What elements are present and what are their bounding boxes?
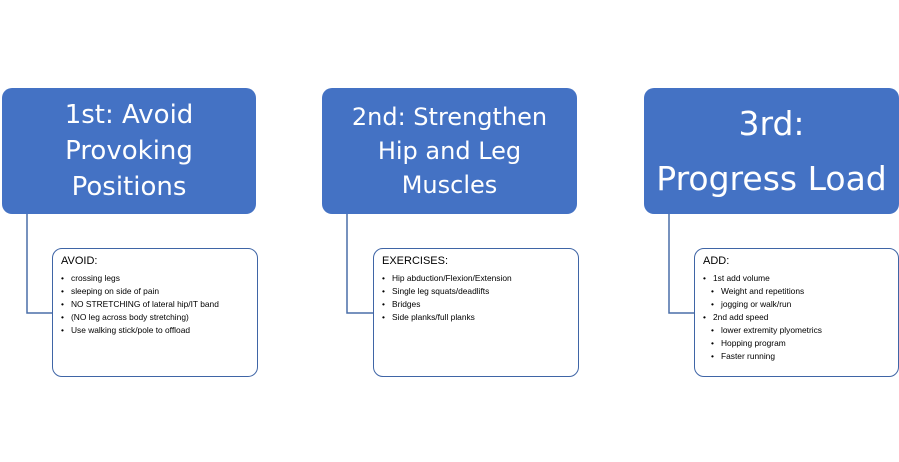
step-2-header-line-2: Hip and Leg xyxy=(377,137,522,165)
list-item: (NO leg across body stretching) xyxy=(61,311,249,324)
step-3-header: 3rd: Progress Load xyxy=(644,88,899,214)
list-item: 2nd add speed xyxy=(703,311,890,324)
list-item: Use walking stick/pole to offload xyxy=(61,324,249,337)
step-1-detail-title: AVOID: xyxy=(61,255,98,267)
list-item: Side planks/full planks xyxy=(382,311,570,324)
step-1-item-list: crossing legs sleeping on side of pain N… xyxy=(61,272,249,337)
list-subitem: jogging or walk/run xyxy=(703,298,890,311)
step-2-header-line-3: Muscles xyxy=(401,171,498,199)
connector-step-2 xyxy=(346,214,373,314)
list-subitem: Hopping program xyxy=(703,337,890,350)
list-item: Bridges xyxy=(382,298,570,311)
step-1-header-line-3: Positions xyxy=(71,172,187,202)
list-item: crossing legs xyxy=(61,272,249,285)
connector-step-1 xyxy=(26,214,52,314)
step-2-header-line-1: 2nd: Strengthen xyxy=(351,103,548,131)
step-1-header-line-2: Provoking xyxy=(65,136,193,166)
list-subitem: Weight and repetitions xyxy=(703,285,890,298)
step-3-item-list: 1st add volume Weight and repetitions jo… xyxy=(703,272,890,363)
step-1-header: 1st: Avoid Provoking Positions xyxy=(2,88,256,214)
list-item: Hip abduction/Flexion/Extension xyxy=(382,272,570,285)
step-3-detail-title: ADD: xyxy=(703,255,730,267)
step-3-header-line-1: 3rd: xyxy=(738,104,805,143)
step-1-detail-box: AVOID: crossing legs sleeping on side of… xyxy=(52,248,258,377)
step-2-detail-box: EXERCISES: Hip abduction/Flexion/Extensi… xyxy=(373,248,579,377)
connector-step-3 xyxy=(668,214,694,314)
list-subitem: Faster running xyxy=(703,350,890,363)
step-2-item-list: Hip abduction/Flexion/Extension Single l… xyxy=(382,272,570,324)
step-2-detail-title: EXERCISES: xyxy=(382,255,449,267)
step-1-header-line-1: 1st: Avoid xyxy=(64,100,194,130)
list-item: sleeping on side of pain xyxy=(61,285,249,298)
list-subitem: lower extremity plyometrics xyxy=(703,324,890,337)
step-3-header-line-2: Progress Load xyxy=(656,159,887,198)
list-item: NO STRETCHING of lateral hip/IT band xyxy=(61,298,249,311)
list-item: 1st add volume xyxy=(703,272,890,285)
list-item: Single leg squats/deadlifts xyxy=(382,285,570,298)
step-2-header: 2nd: Strengthen Hip and Leg Muscles xyxy=(322,88,577,214)
step-3-detail-box: ADD: 1st add volume Weight and repetitio… xyxy=(694,248,899,377)
